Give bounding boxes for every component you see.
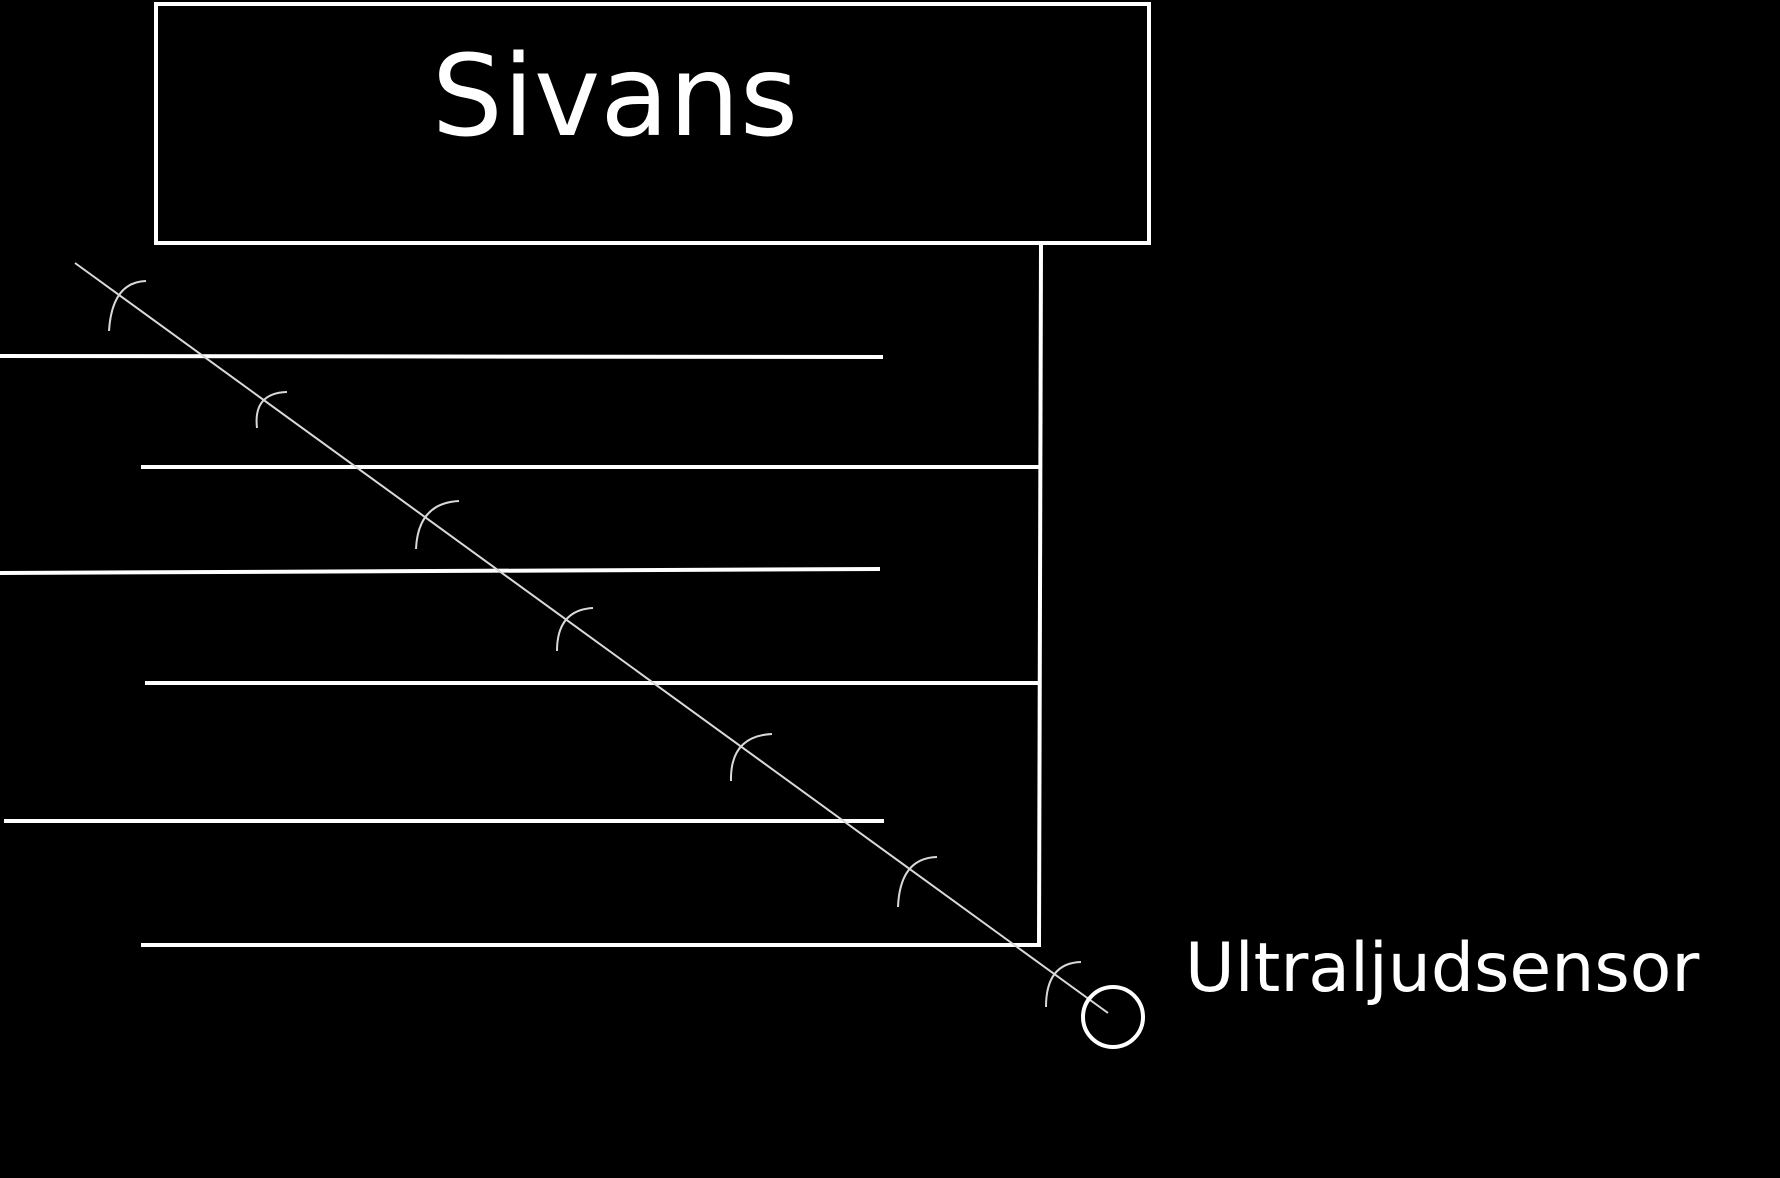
- sensor-label: Ultraljudsensor: [1185, 929, 1699, 1008]
- wave-arc-3: [415, 500, 460, 550]
- wave-arc-1: [108, 280, 147, 332]
- wave-arc-2: [255, 391, 288, 429]
- wave-arc-7: [1045, 961, 1082, 1008]
- wave-arc-5: [729, 733, 773, 782]
- title-box-label: Sivans: [432, 32, 798, 162]
- horizontal-line-3: [0, 567, 881, 575]
- vertical-wall: [1037, 242, 1043, 946]
- wave-arc-6: [897, 856, 938, 908]
- horizontal-line-1: [0, 354, 884, 359]
- ultrasonic-beam: [74, 262, 1109, 1014]
- title-box: [154, 2, 1151, 245]
- wave-arc-4: [556, 607, 594, 652]
- ultrasonic-sensor-icon: [1081, 985, 1145, 1049]
